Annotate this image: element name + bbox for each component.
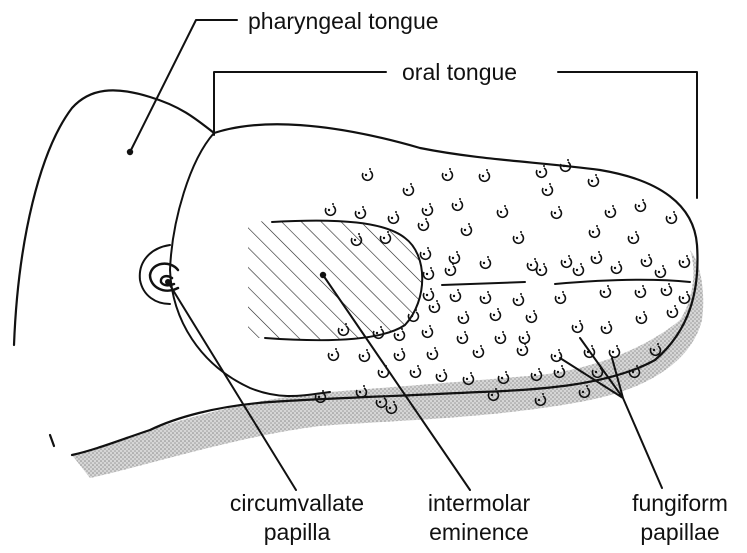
label-intermolar-line2: eminence [429, 519, 529, 545]
label-oral-tongue: oral tongue [402, 59, 517, 85]
leader-pharyngeal [130, 20, 237, 152]
fungiform-papilla-icon [666, 211, 676, 223]
fungiform-papilla-icon [422, 203, 432, 215]
fungiform-papilla-icon [661, 283, 671, 295]
fungiform-papilla-icon [429, 300, 439, 312]
fungiform-papilla-icon [600, 285, 610, 297]
fungiform-papilla-icon [605, 205, 615, 217]
label-circumvallate-line1: circumvallate [230, 490, 364, 516]
leader-dot-circumvallate [165, 279, 171, 285]
lower-edge-outline [50, 435, 54, 446]
fungiform-papilla-icon [513, 231, 523, 243]
fungiform-papilla-icon [445, 263, 455, 275]
leader-dot-pharyngeal [127, 149, 133, 155]
fungiform-papilla-icon [458, 311, 468, 323]
fungiform-papilla-icon [423, 267, 433, 279]
fungiform-papilla-icon [442, 168, 452, 180]
fungiform-papilla-icon [667, 305, 677, 317]
label-fungiform-line1: fungiform [632, 490, 728, 516]
fungiform-papilla-icon [418, 218, 428, 230]
fungiform-papilla-icon [517, 343, 527, 355]
fungiform-papilla-icon [473, 345, 483, 357]
fungiform-papilla-icon [561, 255, 571, 267]
fungiform-papilla-icon [452, 198, 462, 210]
fungiform-papilla-icon [572, 320, 582, 332]
fungiform-papilla-icon [450, 289, 460, 301]
fungiform-papilla-icon [636, 311, 646, 323]
fungiform-papilla-icon [490, 308, 500, 320]
label-pharyngeal-tongue: pharyngeal tongue [248, 8, 439, 34]
fungiform-papilla-icon [609, 345, 619, 357]
fungiform-papilla-icon [555, 291, 565, 303]
fungiform-papilla-icon [641, 254, 651, 266]
fungiform-papilla-icon [420, 247, 430, 259]
circumvallate-papilla-bump [140, 245, 170, 304]
fungiform-papilla-icon [355, 206, 365, 218]
fungiform-papilla-icon [449, 251, 459, 263]
fungiform-papilla-icon [679, 291, 689, 303]
fungiform-papilla-icon [410, 365, 420, 377]
label-fungiform-line2: papillae [640, 519, 719, 545]
fungiform-papilla-icon [551, 206, 561, 218]
fungiform-papilla-icon [394, 348, 404, 360]
fungiform-papilla-icon [635, 199, 645, 211]
fungiform-papilla-icon [359, 349, 369, 361]
fungiform-papilla-icon [635, 285, 645, 297]
fungiform-papilla-icon [461, 223, 471, 235]
fungiform-papilla-icon [655, 265, 665, 277]
fungiform-papilla-icon [519, 331, 529, 343]
fungiform-papilla-icon [436, 369, 446, 381]
fungiform-papilla-icon [589, 225, 599, 237]
fungiform-papilla-icon [495, 331, 505, 343]
fungiform-papilla-icon [611, 261, 621, 273]
fungiform-papilla-icon [457, 331, 467, 343]
fungiform-papilla-icon [551, 349, 561, 361]
fungiform-papilla-icon [588, 174, 598, 186]
fungiform-papilla-icon [536, 165, 546, 177]
fungiform-papilla-icon [427, 347, 437, 359]
fungiform-papilla-icon [526, 310, 536, 322]
fungiform-papilla-icon [497, 205, 507, 217]
fungiform-papilla-icon [422, 325, 432, 337]
fungiform-papilla-icon [573, 263, 583, 275]
fungiform-papilla-icon [679, 255, 689, 267]
bracket-oral-tongue-right [558, 72, 697, 198]
fungiform-papilla-icon [328, 348, 338, 360]
label-intermolar-line1: intermolar [428, 490, 531, 516]
fungiform-papilla-icon [591, 251, 601, 263]
fungiform-papilla-icon [403, 183, 413, 195]
label-circumvallate-line2: papilla [264, 519, 331, 545]
fungiform-papilla-icon [362, 168, 372, 180]
fungiform-papilla-icon [542, 183, 552, 195]
fungiform-papilla-icon [325, 203, 335, 215]
leader-dot-intermolar [320, 272, 326, 278]
fungiform-papilla-icon [601, 321, 611, 333]
fungiform-papilla-icon [480, 256, 490, 268]
fungiform-papilla-icon [628, 231, 638, 243]
fungiform-papilla-icon [479, 169, 489, 181]
median-sulcus [442, 280, 690, 285]
fungiform-papilla-icon [480, 291, 490, 303]
fungiform-papilla-icon [423, 288, 433, 300]
intermolar-eminence-hatch [230, 210, 440, 350]
fungiform-papilla-icon [388, 211, 398, 223]
circumvallate-papilla-icon [150, 264, 178, 291]
fungiform-papilla-icon [513, 293, 523, 305]
